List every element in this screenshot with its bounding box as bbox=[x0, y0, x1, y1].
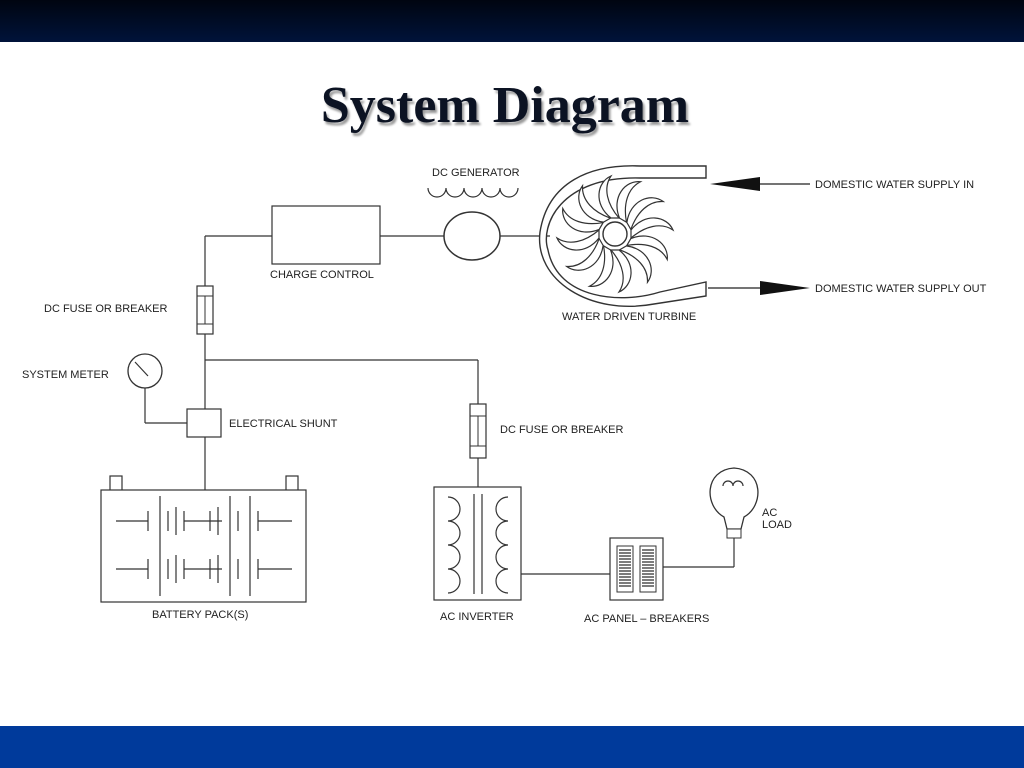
system-meter: SYSTEM METER bbox=[22, 353, 163, 389]
generator-icon bbox=[443, 211, 501, 261]
turbine-blade bbox=[578, 183, 612, 223]
turbine-housing bbox=[538, 165, 707, 308]
battery-terminal-right bbox=[285, 475, 299, 492]
turbine-blade bbox=[562, 206, 605, 233]
ac-load-label-line1: AC bbox=[762, 507, 777, 519]
turbine-blade bbox=[587, 244, 614, 287]
arrow-left-icon bbox=[710, 177, 760, 191]
water-driven-turbine: WATER DRIVEN TURBINE bbox=[538, 165, 707, 323]
generator-coil-icon bbox=[427, 187, 519, 198]
charge-control: CHARGE CONTROL bbox=[270, 205, 381, 281]
water-out-label: DOMESTIC WATER SUPPLY OUT bbox=[815, 283, 987, 295]
shunt-icon bbox=[186, 408, 222, 438]
ac-panel: AC PANEL – BREAKERS bbox=[584, 537, 709, 625]
turbine-blade bbox=[564, 237, 604, 271]
meter-icon bbox=[127, 353, 163, 389]
inverter-coil-left bbox=[447, 496, 461, 594]
fuse-right-label: DC FUSE OR BREAKER bbox=[500, 424, 624, 436]
light-bulb-icon bbox=[709, 467, 759, 530]
battery-cells bbox=[116, 496, 292, 596]
dc-generator: DC GENERATOR bbox=[427, 167, 520, 261]
electrical-shunt-label: ELECTRICAL SHUNT bbox=[229, 418, 338, 430]
turbine-blade bbox=[618, 245, 652, 285]
bottom-band bbox=[0, 726, 1024, 768]
turbine-blade bbox=[609, 249, 632, 294]
wiring bbox=[144, 235, 735, 575]
turbine-hub bbox=[602, 221, 628, 247]
top-band bbox=[0, 0, 1024, 42]
slide-title: System Diagram bbox=[320, 77, 690, 134]
turbine-blade bbox=[626, 197, 666, 231]
battery-pack: BATTERY PACK(S) bbox=[100, 475, 307, 621]
arrow-right-icon bbox=[760, 281, 810, 295]
ac-load: AC LOAD bbox=[709, 467, 792, 539]
turbine-blade bbox=[630, 217, 675, 240]
turbine-blade bbox=[555, 228, 600, 251]
ac-inverter-label: AC INVERTER bbox=[440, 611, 514, 623]
battery-icon bbox=[100, 489, 307, 603]
ac-load-label-line2: LOAD bbox=[762, 519, 792, 531]
water-supply-out: DOMESTIC WATER SUPPLY OUT bbox=[708, 281, 987, 295]
electrical-shunt: ELECTRICAL SHUNT bbox=[186, 408, 338, 438]
bulb-filament bbox=[722, 480, 744, 487]
breaker-switches bbox=[619, 549, 654, 587]
charge-control-label: CHARGE CONTROL bbox=[270, 269, 374, 281]
ac-inverter: AC INVERTER bbox=[433, 486, 522, 623]
dc-fuse-left: DC FUSE OR BREAKER bbox=[44, 285, 214, 335]
battery-terminal-left bbox=[109, 475, 123, 492]
turbine-blade bbox=[616, 181, 643, 224]
turbine-blade bbox=[625, 235, 668, 262]
fuse-left-label: DC FUSE OR BREAKER bbox=[44, 303, 168, 315]
turbine-icon bbox=[555, 174, 675, 294]
water-supply-in: DOMESTIC WATER SUPPLY IN bbox=[710, 177, 974, 191]
turbine-label: WATER DRIVEN TURBINE bbox=[562, 311, 696, 323]
inverter-icon bbox=[433, 486, 522, 601]
turbine-blade bbox=[598, 174, 621, 219]
battery-pack-label: BATTERY PACK(S) bbox=[152, 609, 248, 621]
system-meter-label: SYSTEM METER bbox=[22, 369, 109, 381]
inverter-coil-right bbox=[495, 496, 509, 594]
ac-panel-label: AC PANEL – BREAKERS bbox=[584, 613, 709, 625]
water-in-label: DOMESTIC WATER SUPPLY IN bbox=[815, 179, 974, 191]
dc-generator-label: DC GENERATOR bbox=[432, 167, 520, 179]
dc-fuse-right: DC FUSE OR BREAKER bbox=[469, 403, 624, 459]
bulb-base bbox=[726, 528, 742, 539]
